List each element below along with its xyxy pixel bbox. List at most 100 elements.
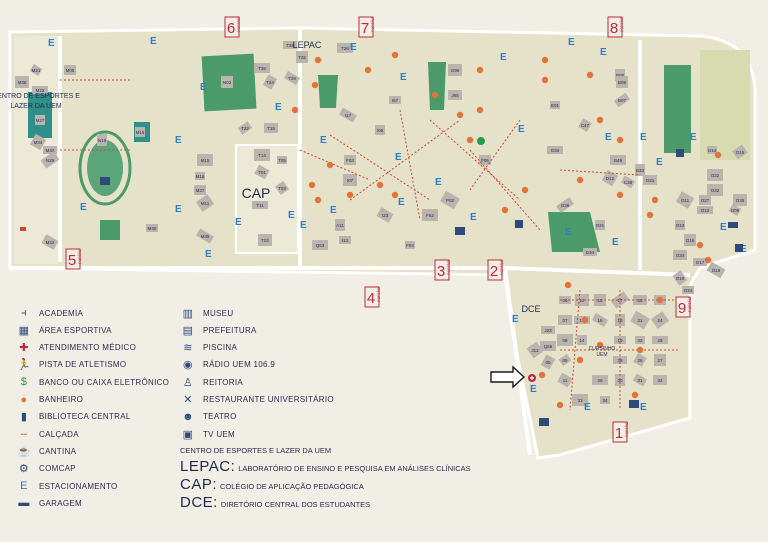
restroom-icon [311,81,319,89]
building-block: M22 [41,234,59,250]
building-label: 30 [617,378,623,383]
restroom-icon [476,66,484,74]
legend-label: ESTACIONAMENTO [39,481,118,491]
parking-icon: E [740,244,747,255]
parking-icon: E [530,384,537,395]
building-block: J65 [448,90,462,100]
abbr-cap: CAP: COLÉGIO DE APLICAÇÃO PEDAGÓGICA [180,476,364,493]
abbr-lepac: LEPAC: LABORATÓRIO DE ENSINO E PESQUISA … [180,458,471,475]
building-label: N03 [223,80,232,85]
building-label: 16 [597,318,603,323]
restroom-icon [476,106,484,114]
legend-item: ⫞ACADEMIA [16,306,83,320]
parking-icon: E [612,237,619,248]
building-label: M33 [46,148,55,153]
building-label: O09 [731,208,740,213]
building-label: I07 [347,178,354,183]
building-block: T01 [254,164,270,180]
legend-item: ╌CALÇADA [16,427,79,441]
calcada-icon: ╌ [20,428,28,441]
legend-label: MUSEU [203,308,234,318]
building-label: 32 [657,378,663,383]
building-block: F05 [479,155,491,165]
restroom-icon [636,346,644,354]
abbr-lepac-desc: LABORATÓRIO DE ENSINO E PESQUISA EM ANÁL… [238,464,471,473]
restroom-icon [521,186,529,194]
legend-label: ATENDIMENTO MÉDICO [39,343,137,353]
building-label: 25 [657,338,663,343]
restroom-icon [656,296,664,304]
legend-item: ≋PISCINA [180,341,237,355]
parking-icon: E [175,204,182,215]
gate-number: 7 [361,20,369,37]
building-label: O36 [561,203,570,208]
restroom-icon [576,176,584,184]
abbr-lepac-key: LEPAC: [180,458,236,475]
building-block: M33 [43,146,57,154]
gate-number: 2 [490,263,498,280]
building-block: I67 [389,96,401,104]
building-block: T25 [296,51,308,63]
comcap-icon: ⚙ [18,463,30,476]
building-block: O27 [699,195,711,205]
abbr-dce-desc: DIRETÓRIO CENTRAL DOS ESTUDANTES [220,500,371,509]
building-label: F52 [426,213,434,218]
building-label: T01 [258,170,266,175]
label-cap: CAP [242,185,271,201]
building-block: I05 [375,125,385,135]
parking-icon: E [584,402,591,413]
legend-label: PISTA DE ATLETISMO [39,360,127,370]
building-label: 12 [579,298,585,303]
building-label: 24 [657,318,663,323]
building-label: J12 [531,348,539,353]
garagem-icon: ▬ [18,497,30,510]
building-block: O09 [728,204,742,216]
building-label: J65 [451,93,459,98]
building-label: T24 [266,80,274,85]
building-block: G34 [547,146,563,154]
parking-icon: E [398,197,405,208]
parking-icon: E [175,135,182,146]
building-label: B09 [618,80,627,85]
building-block: 11 [557,372,573,388]
ring-road [10,28,691,456]
green-south [548,212,600,252]
building-label: T25 [298,55,306,60]
building-block: F03 [344,155,356,165]
legend-label: BANHEIRO [39,395,84,404]
legend-label: TV UEM [203,429,236,439]
parking-icon: E [500,52,507,63]
building-block: C47 [578,118,592,132]
legend-label: REITORIA [203,377,244,387]
building-label: M22 [36,88,45,93]
building-block: M15 [135,127,145,137]
legend-label: CANTINA [39,446,77,456]
legend-item: ●BANHEIRO [16,393,83,407]
building-label: C38 [624,180,633,185]
building-block: J23 [541,326,555,334]
restroom-icon [456,111,464,119]
building-block: Q65 [540,341,556,351]
building-label: D12 [606,176,615,181]
restaurant-icon [515,220,523,228]
teatro-icon: ☻ [182,410,194,423]
building-label: T03 [278,186,286,191]
building-label: 34 [602,398,608,403]
building-block: M22 [32,86,48,94]
building-label: A11 [336,223,344,228]
parking-icon: E [330,205,337,216]
restroom-icon [291,106,299,114]
parking-icon: E [690,132,697,143]
building-block: G90 [448,64,462,76]
restroom-icon [576,356,584,364]
restroom-icon [308,181,316,189]
building-block: M27 [35,115,45,125]
building-block: F04 [405,241,415,249]
building-label: M11 [201,201,210,206]
building-block: E01 [550,101,560,109]
restroom-icon [596,341,604,349]
building-label: M15 [136,130,145,135]
building-label: O34 [676,253,685,258]
